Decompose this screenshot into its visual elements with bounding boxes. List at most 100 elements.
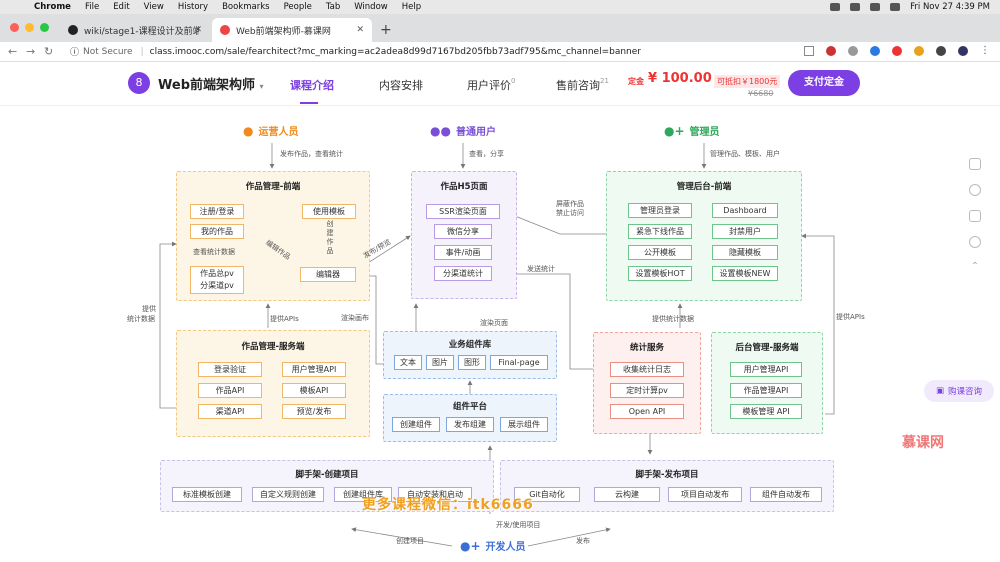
shape-component-node: 图形 <box>458 355 486 370</box>
open-api-node: Open API <box>610 404 684 419</box>
admin-template-api-node: 模板管理 API <box>730 404 802 419</box>
create-component-node: 创建组件 <box>392 417 440 432</box>
menu-window[interactable]: Window <box>354 2 388 12</box>
dev-use-label: 开发/使用项目 <box>496 521 541 529</box>
back-icon[interactable]: ← <box>8 45 18 58</box>
dashboard-node: Dashboard <box>712 203 778 218</box>
battery-icon[interactable] <box>850 3 861 11</box>
work-pv-node: 作品总pv 分渠道pv <box>190 266 244 294</box>
search-icon[interactable] <box>890 3 901 11</box>
address-bar: ← → ↻ ⓘ Not Secure | class.imooc.com/sal… <box>0 42 1000 62</box>
clock[interactable]: Fri Nov 27 4:39 PM <box>910 2 990 12</box>
scaffold-publish-region <box>500 460 834 512</box>
info-icon[interactable]: ⓘ <box>70 48 80 58</box>
user-api-node: 用户管理API <box>282 362 346 377</box>
event-animation-node: 事件/动画 <box>434 245 492 260</box>
extension-icon[interactable] <box>826 46 836 56</box>
dropdown-icon[interactable]: ▾ <box>259 82 264 91</box>
h5-page-title: 作品H5页面 <box>440 182 488 192</box>
component-platform-title: 组件平台 <box>452 402 487 412</box>
tab-presale[interactable]: 售前咨询21 <box>556 77 609 92</box>
security-label: Not Secure <box>83 46 133 57</box>
active-tab-indicator <box>300 102 318 104</box>
my-works-node: 我的作品 <box>190 224 244 239</box>
menu-edit[interactable]: Edit <box>113 2 130 12</box>
developer-group-icon: ●+ <box>460 538 481 553</box>
close-tab-icon[interactable]: ✕ <box>194 25 202 35</box>
tab-title: wiki/stage1-课程设计及前端创建 <box>84 26 199 37</box>
url-text: class.imooc.com/sale/fearchitect?mc_mark… <box>149 46 641 57</box>
channel-stats-node: 分渠道统计 <box>434 266 492 281</box>
wechat-icon[interactable] <box>830 3 841 11</box>
puzzle-icon[interactable] <box>936 46 946 56</box>
minimize-window-icon[interactable] <box>25 23 34 32</box>
add-user-icon: ●+ <box>664 123 685 138</box>
comment-icon[interactable] <box>969 236 981 248</box>
extensions: ⋮ <box>804 46 990 56</box>
text-component-node: 文本 <box>394 355 422 370</box>
menu-help[interactable]: Help <box>401 2 422 12</box>
editor-node: 编辑器 <box>300 267 356 282</box>
extension-icon[interactable] <box>892 46 902 56</box>
close-window-icon[interactable] <box>10 23 19 32</box>
menu-file[interactable]: File <box>84 2 100 12</box>
create-lib-node: 创建组件库 <box>334 487 392 502</box>
extension-icon[interactable] <box>848 46 858 56</box>
tab-imooc[interactable]: Web前端架构师-慕课网 ✕ <box>212 18 372 42</box>
github-icon <box>68 25 78 35</box>
url-field[interactable]: ⓘ Not Secure | class.imooc.com/sale/fear… <box>70 43 830 60</box>
wifi-icon[interactable] <box>870 3 881 11</box>
provide-stats-left-label: 提供 <box>142 305 156 313</box>
menu-app[interactable]: Chrome <box>34 2 71 12</box>
back-to-top-icon[interactable]: ⌃ <box>970 261 980 272</box>
pay-deposit-button[interactable]: 支付定金 <box>788 70 860 96</box>
send-stats-label: 发送统计 <box>527 265 555 273</box>
consult-button[interactable]: ▣ 购课咨询 <box>924 380 994 402</box>
final-page-node: Final-page <box>490 355 548 370</box>
show-component-node: 展示组件 <box>500 417 548 432</box>
menu-tab[interactable]: Tab <box>325 2 341 12</box>
extension-icon[interactable] <box>914 46 924 56</box>
forbid-label: 禁止访问 <box>556 209 584 217</box>
menu-view[interactable]: View <box>143 2 164 12</box>
imooc-favicon-icon <box>220 25 230 35</box>
provide-api-right-label: 提供APIs <box>836 313 865 321</box>
tab-course-intro[interactable]: 课程介绍 <box>290 79 334 92</box>
auto-publish-project-node: 项目自动发布 <box>668 487 742 502</box>
channel-api-node: 渠道API <box>198 404 262 419</box>
menu-bookmarks[interactable]: Bookmarks <box>222 2 270 12</box>
reload-icon[interactable]: ↻ <box>44 45 54 58</box>
tab-content[interactable]: 内容安排 <box>379 79 423 92</box>
window-controls <box>10 23 49 32</box>
menu-history[interactable]: History <box>177 2 209 12</box>
tab-title: Web前端架构师-慕课网 <box>236 26 331 37</box>
forward-icon[interactable]: → <box>26 45 36 58</box>
menu-people[interactable]: People <box>283 2 312 12</box>
use-template-node: 使用模板 <box>302 204 356 219</box>
close-tab-icon[interactable]: ✕ <box>356 25 364 35</box>
notebook-icon[interactable] <box>969 210 981 222</box>
set-new-node: 设置模板NEW <box>712 266 778 281</box>
separator: | <box>140 46 144 57</box>
avatar[interactable] <box>958 46 968 56</box>
bookmark-star-icon[interactable] <box>804 46 814 56</box>
hide-template-node: 隐藏模板 <box>712 245 778 260</box>
tab-github-wiki[interactable]: wiki/stage1-课程设计及前端创建 ✕ <box>60 18 210 42</box>
extension-icon[interactable] <box>870 46 880 56</box>
macos-menubar: Chrome File Edit View History Bookmarks … <box>0 0 1000 14</box>
git-auto-node: Git自动化 <box>514 487 580 502</box>
note-icon[interactable] <box>969 158 981 170</box>
tab-reviews[interactable]: 用户评价0 <box>467 77 516 92</box>
status-area: Fri Nov 27 4:39 PM <box>830 0 990 14</box>
role-admin: ●+ 管理员 <box>664 123 720 139</box>
more-icon[interactable]: ⋮ <box>980 45 990 56</box>
new-tab-icon[interactable]: + <box>380 22 392 38</box>
users-group-icon: ●● <box>430 123 451 138</box>
publish-label: 发布 <box>576 537 590 545</box>
maximize-window-icon[interactable] <box>40 23 49 32</box>
help-icon[interactable] <box>969 184 981 196</box>
course-title[interactable]: Web前端架构师 ▾ <box>158 78 264 93</box>
role-user: ●● 普通用户 <box>430 123 496 139</box>
publish-component-node: 发布组建 <box>446 417 494 432</box>
auto-install-node: 自动安装和启动 <box>398 487 472 502</box>
